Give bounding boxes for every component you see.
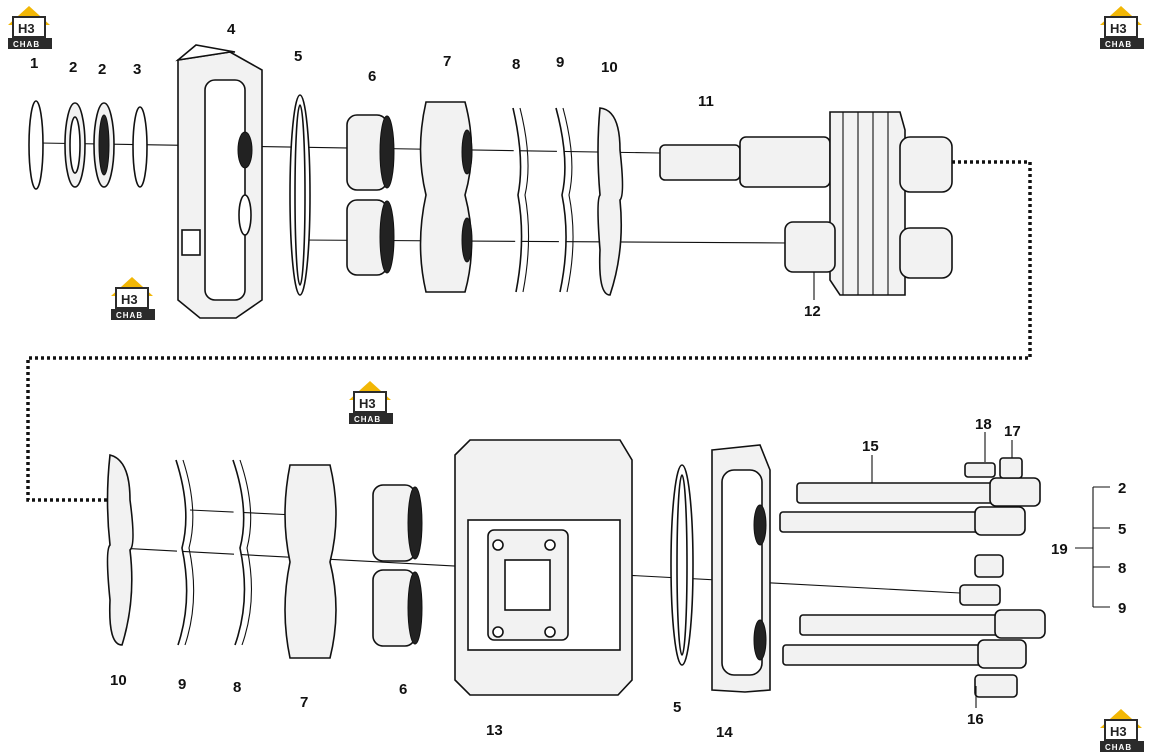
svg-text:CHAB: CHAB: [13, 40, 40, 49]
part-14-rear-cover: [711, 444, 771, 693]
part-9-backup-bottom: [175, 459, 188, 646]
label-19-8: 8: [1118, 560, 1126, 577]
label-7: 7: [443, 53, 451, 70]
label-18: 18: [975, 416, 992, 433]
part-13-gear-housing: [454, 439, 633, 696]
label-3: 3: [133, 61, 141, 78]
svg-text:CHAB: CHAB: [1105, 40, 1132, 49]
logo-top-right: H3 CHAB: [1100, 6, 1144, 49]
label-16: 16: [967, 711, 984, 728]
label-7-bottom: 7: [300, 694, 308, 711]
label-10-bottom: 10: [110, 672, 127, 689]
label-9-bottom: 9: [178, 676, 186, 693]
label-10: 10: [601, 59, 618, 76]
label-8-bottom: 8: [233, 679, 241, 696]
label-13: 13: [486, 722, 503, 739]
part-8-seal-bottom: [232, 459, 246, 646]
label-5-bottom: 5: [673, 699, 681, 716]
label-6-bottom: 6: [399, 681, 407, 698]
label-2a: 2: [69, 59, 77, 76]
part-5-gasket-inner: [294, 104, 306, 286]
part-10-thrust-plate: [597, 107, 624, 296]
part-6-bearing-top: [346, 114, 395, 191]
part-8-seal: [512, 107, 523, 293]
part-12-driven-gear: [784, 221, 953, 279]
svg-text:H3: H3: [1110, 724, 1127, 739]
part-9-backup: [555, 107, 567, 293]
part-9-backup-bottom-outline: [182, 459, 195, 646]
label-9: 9: [556, 54, 564, 71]
part-7-wear-plate: [419, 101, 473, 293]
label-5: 5: [294, 48, 302, 65]
svg-text:CHAB: CHAB: [354, 415, 381, 424]
part-3-ring: [132, 106, 148, 188]
part-6-bearing-bottom-bottom-row: [372, 569, 423, 647]
group-19-bracket: [1075, 486, 1110, 608]
label-14: 14: [716, 724, 733, 741]
label-19-2: 2: [1118, 480, 1126, 497]
logo-top-left: H3 CHAB: [8, 6, 52, 49]
label-19-5: 5: [1118, 521, 1126, 538]
label-2b: 2: [98, 61, 106, 78]
label-6: 6: [368, 68, 376, 85]
svg-text:H3: H3: [18, 21, 35, 36]
part-17-18-fittings: [959, 457, 1023, 698]
label-8: 8: [512, 56, 520, 73]
part-15-bolts: [779, 477, 1046, 669]
part-11-drive-gear: [659, 111, 953, 296]
part-8-seal-outline: [519, 107, 530, 293]
part-7-wear-plate-bottom: [284, 464, 337, 659]
part-1-snap-ring: [28, 100, 44, 190]
part-8-seal-bottom-outline: [239, 459, 253, 646]
labels-top: 1 2 2 3 4 5 6 7 8 9 10 11 12: [30, 21, 821, 320]
label-17: 17: [1004, 423, 1021, 440]
part-2-seal-b-inner: [98, 114, 110, 176]
logo-mid-left: H3 CHAB: [111, 277, 155, 320]
label-12: 12: [804, 303, 821, 320]
part-6-bearing-bottom: [346, 199, 395, 276]
svg-text:H3: H3: [1110, 21, 1127, 36]
row-connector-dashed: [26, 160, 1032, 502]
part-10-thrust-plate-bottom: [106, 454, 134, 646]
label-19: 19: [1051, 541, 1068, 558]
label-11: 11: [698, 93, 714, 110]
svg-text:CHAB: CHAB: [1105, 743, 1132, 752]
label-19-9: 9: [1118, 600, 1126, 617]
part-2-seal-inner: [69, 116, 81, 174]
labels-group-19: 19 2 5 8 9: [1051, 480, 1126, 617]
logo-bottom-right: H3 CHAB: [1100, 709, 1144, 752]
part-5-gasket-bottom-inner: [676, 474, 688, 656]
svg-text:CHAB: CHAB: [116, 311, 143, 320]
label-4: 4: [227, 21, 236, 38]
label-15: 15: [862, 438, 879, 455]
part-4-front-cover: [175, 44, 263, 319]
labels-bottom: 10 9 8 7 6 13 5 14 15 18 17 16: [110, 416, 1021, 741]
part-6-bearing-top-bottom-row: [372, 484, 423, 562]
logo-mid-center: H3 CHAB: [349, 381, 393, 424]
svg-text:H3: H3: [359, 396, 376, 411]
label-1: 1: [30, 55, 38, 72]
part-9-backup-outline: [562, 107, 574, 293]
svg-text:H3: H3: [121, 292, 138, 307]
